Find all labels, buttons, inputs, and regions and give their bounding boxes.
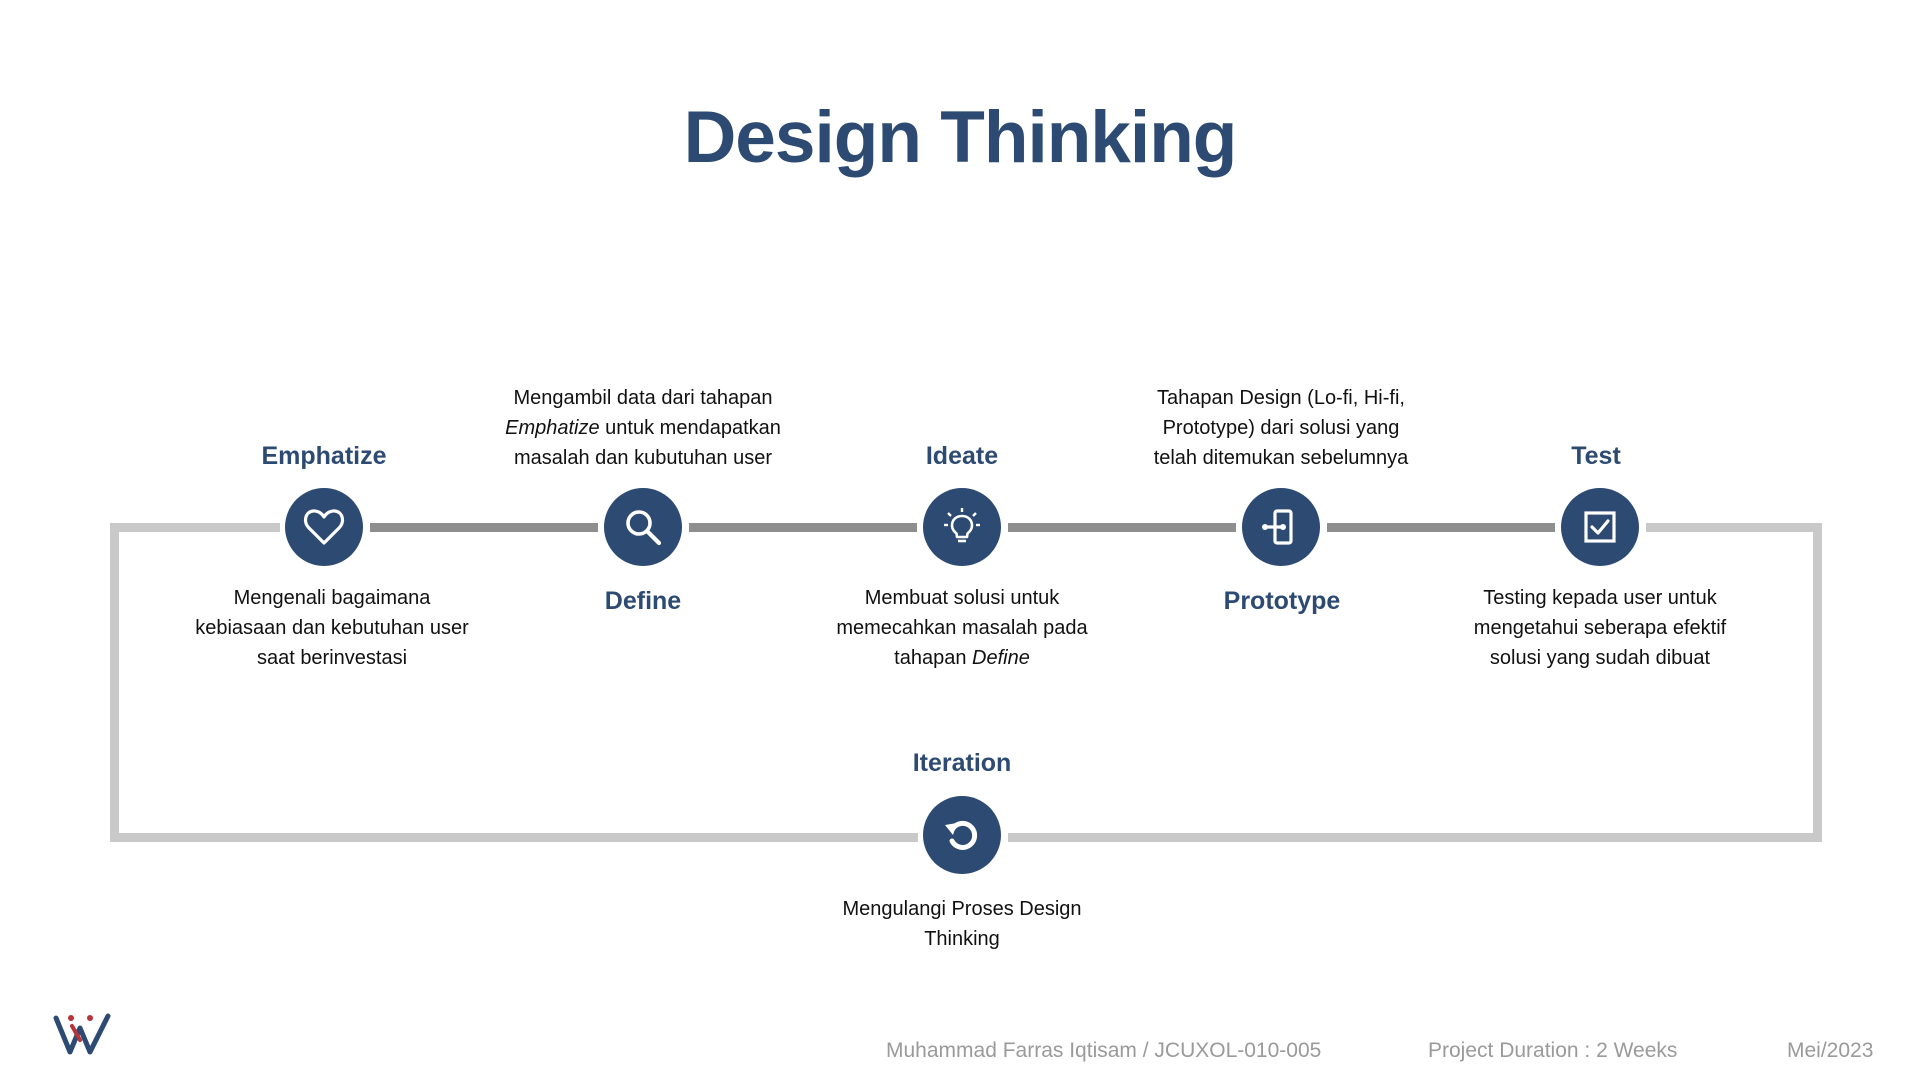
stage-desc-test: Testing kepada user untuk mengetahui seb… <box>1430 583 1770 673</box>
prototype-icon <box>1262 509 1293 545</box>
iteration-label: Iteration <box>912 749 1012 777</box>
page-title: Design Thinking <box>683 97 1238 178</box>
connector-ideate-prototype <box>1008 523 1236 532</box>
desc-line-italic: tahapan Define <box>792 643 1132 673</box>
stage-label-test: Test <box>1571 442 1621 470</box>
desc-line: telah ditemukan sebelumnya <box>1153 447 1409 469</box>
italic-term: Define <box>972 647 1030 669</box>
loop-connector-left <box>110 523 119 841</box>
stage-node-prototype <box>1242 488 1320 566</box>
desc-line-rest: untuk mendapatkan <box>599 417 781 439</box>
desc-line: Mengambil data dari tahapan <box>513 387 773 409</box>
connector-emphatize-define <box>370 523 598 532</box>
desc-line: kebiasaan dan kebutuhan user <box>195 617 469 639</box>
stage-node-ideate <box>923 488 1001 566</box>
footer-date: Mei/2023 <box>1787 1039 1874 1062</box>
desc-line: saat berinvestasi <box>256 647 408 669</box>
italic-term: Emphatize <box>505 417 600 439</box>
desc-line: Thinking <box>924 928 1000 950</box>
stage-label-emphatize: Emphatize <box>261 442 387 470</box>
loop-connector-bottom-left <box>110 833 918 842</box>
loop-connector-right <box>1813 523 1822 841</box>
desc-line: Mengulangi Proses Design <box>842 898 1082 920</box>
desc-line: mengetahui seberapa efektif <box>1473 617 1727 639</box>
stage-node-emphatize <box>285 488 363 566</box>
desc-line-start: tahapan <box>894 647 973 669</box>
desc-line: Prototype) dari solusi yang <box>1162 417 1400 439</box>
desc-line: Tahapan Design (Lo-fi, Hi-fi, <box>1157 387 1405 409</box>
footer-duration: Project Duration : 2 Weeks <box>1428 1039 1678 1062</box>
stage-desc-emphatize: Mengenali bagaimana kebiasaan dan kebutu… <box>162 583 502 673</box>
heart-icon <box>303 509 345 545</box>
stage-label-define: Define <box>604 587 682 615</box>
desc-line: memecahkan masalah pada <box>836 617 1088 639</box>
connector-define-ideate <box>689 523 917 532</box>
w-logo <box>53 1013 111 1055</box>
checkbox-icon <box>1584 511 1616 543</box>
stage-label-ideate: Ideate <box>925 442 999 470</box>
lightbulb-icon <box>944 508 980 543</box>
desc-line: masalah dan kubutuhan user <box>514 447 772 469</box>
footer-author: Muhammad Farras Iqtisam / JCUXOL-010-005 <box>886 1039 1322 1062</box>
stage-desc-prototype: Tahapan Design (Lo-fi, Hi-fi, Prototype)… <box>1111 383 1451 473</box>
desc-line-italic: Emphatize untuk mendapatkan <box>473 413 813 443</box>
refresh-icon <box>945 820 978 850</box>
stage-desc-ideate: Membuat solusi untuk memecahkan masalah … <box>792 583 1132 673</box>
loop-connector-bottom-right <box>1008 833 1822 842</box>
search-icon <box>626 510 662 546</box>
stage-node-define <box>604 488 682 566</box>
desc-line: Testing kepada user untuk <box>1483 587 1717 609</box>
stage-desc-define: Mengambil data dari tahapan Emphatize un… <box>473 383 813 473</box>
desc-line: solusi yang sudah dibuat <box>1489 647 1711 669</box>
loop-connector-top-right <box>1646 523 1822 532</box>
stage-node-test <box>1561 488 1639 566</box>
loop-connector-top-left <box>110 523 280 532</box>
connector-prototype-test <box>1327 523 1555 532</box>
desc-line: Membuat solusi untuk <box>864 587 1060 609</box>
iteration-desc: Mengulangi Proses Design Thinking <box>792 894 1132 954</box>
stage-label-prototype: Prototype <box>1223 587 1341 615</box>
desc-line: Mengenali bagaimana <box>233 587 431 609</box>
iteration-node <box>923 796 1001 874</box>
